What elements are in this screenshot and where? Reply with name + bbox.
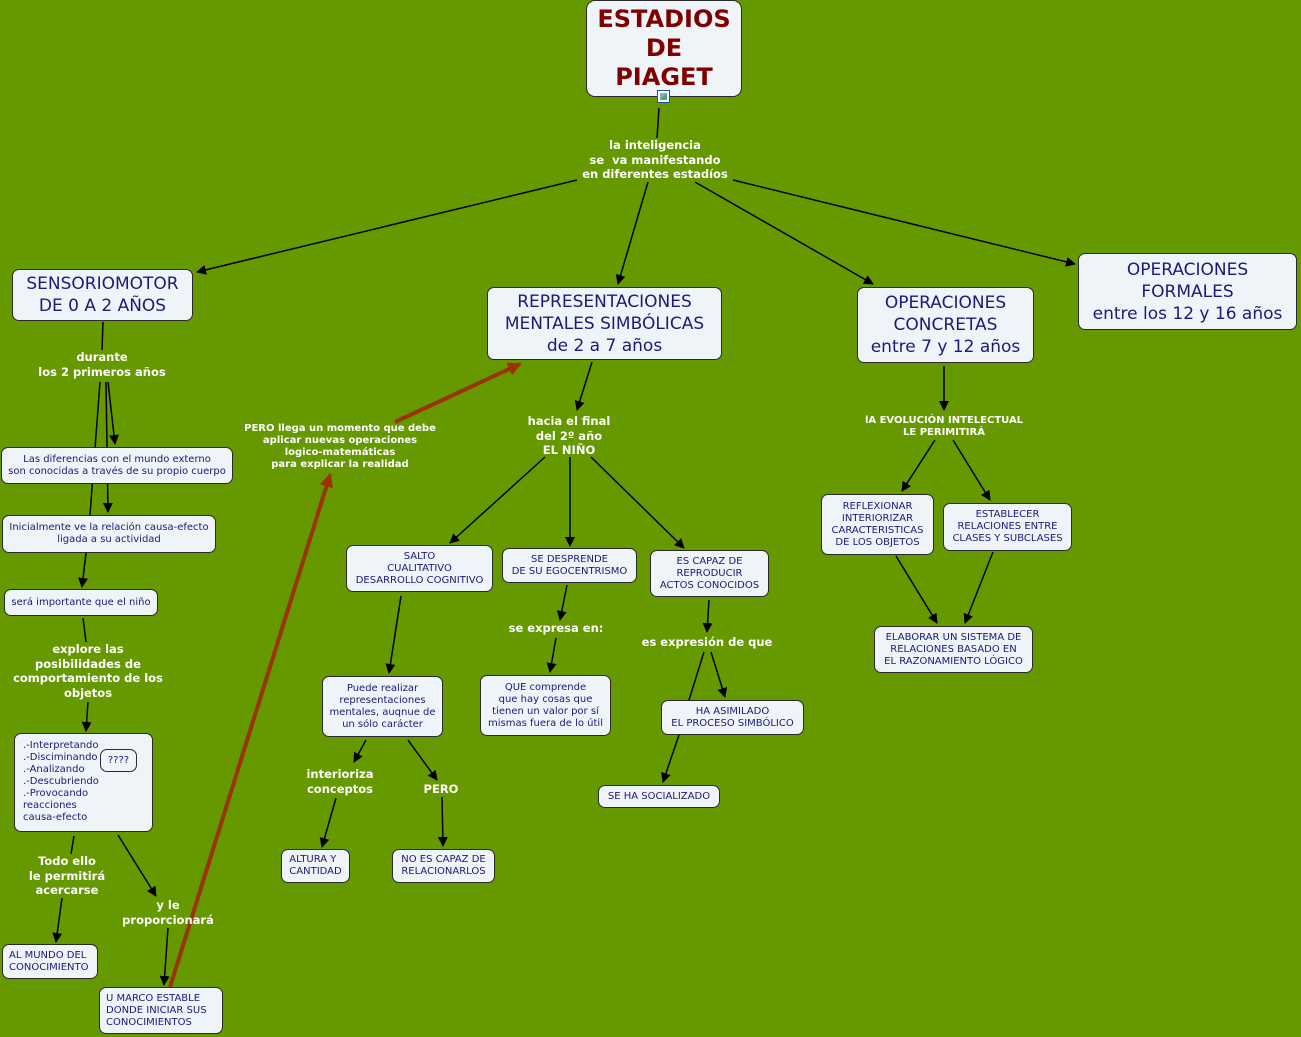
- link-label-interioriza[interactable]: interioriza conceptos: [306, 767, 374, 796]
- connector-line: [107, 381, 119, 445]
- connector-line: [895, 555, 938, 624]
- node-lista-acciones[interactable]: .-Interpretando .-Disciminando .-Analiza…: [14, 733, 153, 832]
- node-desprende[interactable]: SE DESPRENDE DE SU EGOCENTRISMO: [502, 548, 637, 583]
- link-label-es-expresion[interactable]: es expresión de que: [641, 635, 773, 649]
- connector-line: [952, 439, 991, 501]
- link-label-inteligencia[interactable]: la inteligencia se va manifestando en di…: [582, 138, 728, 181]
- connector-line: [702, 599, 713, 633]
- node-ha-asimilado[interactable]: HA ASIMILADO EL PROCESO SIMBÓLICO: [661, 700, 804, 735]
- image-icon[interactable]: [657, 90, 670, 103]
- node-puede-realizar[interactable]: Puede realizar representaciones mentales…: [322, 676, 443, 737]
- connector-line: [70, 835, 75, 855]
- connector-line: [901, 439, 936, 492]
- connector-line: [732, 179, 1076, 267]
- connector-line: [78, 552, 89, 588]
- node-salto-cualitativo[interactable]: SALTO CUALITATIVO DESARROLLO COGNITIVO: [346, 545, 493, 592]
- node-sera-importante[interactable]: será importante que el niño: [4, 589, 158, 616]
- node-sensoriomotor[interactable]: SENSORIOMOTOR DE 0 A 2 AÑOS: [12, 269, 193, 321]
- connector-line: [437, 796, 448, 847]
- highlight-connector-line: [168, 473, 334, 988]
- connector-line: [590, 456, 685, 549]
- link-label-evolucion[interactable]: lA EVOLUCIÓN INTELECTUAL LE PERIMITIRÁ: [864, 415, 1024, 438]
- connector-line: [101, 321, 104, 351]
- connector-line: [385, 595, 402, 674]
- link-label-y-le[interactable]: y le proporcionará: [122, 898, 214, 927]
- link-label-pero[interactable]: PERO: [423, 782, 459, 796]
- link-label-se-expresa[interactable]: se expresa en:: [508, 621, 604, 635]
- connector-line: [656, 107, 660, 139]
- node-operaciones-formales[interactable]: OPERACIONES FORMALES entre los 12 y 16 a…: [1078, 253, 1297, 330]
- node-marco-estable[interactable]: U MARCO ESTABLE DONDE INICIAR SUS CONOCI…: [99, 987, 223, 1034]
- connector-line: [353, 739, 367, 763]
- connector-line: [407, 739, 438, 781]
- node-capaz-reproducir[interactable]: ES CAPAZ DE REPRODUCIR ACTOS CONOCIDOS: [650, 550, 769, 597]
- connector-line: [694, 181, 874, 285]
- node-elaborar[interactable]: ELABORAR UN SISTEMA DE RELACIONES BASADO…: [874, 626, 1033, 673]
- connector-line: [159, 927, 170, 986]
- link-label-hacia-final[interactable]: hacia el final del 2º año EL NIÑO: [527, 414, 611, 457]
- connector-line: [81, 701, 92, 732]
- link-label-durante[interactable]: durante los 2 primeros años: [38, 350, 166, 379]
- connector-line: [196, 179, 578, 275]
- link-label-pero-momento[interactable]: PERO llega un momento que debe aplicar n…: [244, 423, 436, 470]
- connector-line: [574, 361, 593, 411]
- node-representaciones[interactable]: REPRESENTACIONES MENTALES SIMBÓLICAS de …: [487, 287, 722, 360]
- node-establecer[interactable]: ESTABLECER RELACIONES ENTRE CLASES Y SUB…: [943, 503, 1072, 551]
- connector-line: [661, 734, 680, 783]
- link-label-todo-ello[interactable]: Todo ello le permitirá acercarse: [28, 854, 106, 897]
- node-diferencias[interactable]: Las diferencias con el mundo externo son…: [1, 447, 233, 484]
- connector-line: [319, 797, 337, 848]
- connector-line: [546, 637, 557, 673]
- link-label-explore[interactable]: explore las posibilidades de comportamie…: [13, 642, 163, 700]
- connector-line: [52, 897, 63, 943]
- connector-line: [710, 651, 728, 698]
- node-operaciones-concretas[interactable]: OPERACIONES CONCRETAS entre 7 y 12 años: [857, 287, 1034, 363]
- connector-line: [963, 551, 994, 624]
- connector-line: [82, 617, 87, 643]
- connector-line: [688, 651, 705, 701]
- node-mundo-conocimiento[interactable]: AL MUNDO DEL CONOCIMIENTO: [2, 944, 98, 979]
- node-no-es-capaz[interactable]: NO ES CAPAZ DE RELACIONARLOS: [392, 849, 495, 883]
- node-altura-cantidad[interactable]: ALTURA Y CANTIDAD: [281, 849, 350, 883]
- connector-line: [117, 834, 157, 897]
- node-que-comprende[interactable]: QUE comprende que hay cosas que tienen u…: [480, 675, 611, 736]
- node-socializado[interactable]: SE HA SOCIALIZADO: [598, 785, 720, 808]
- highlight-connector-line: [394, 362, 522, 424]
- node-reflexionar[interactable]: REFLEXIONAR INTERIORIZAR CARACTERISTICAS…: [821, 494, 934, 555]
- node-inicialmente[interactable]: Inicialmente ve la relación causa-efecto…: [2, 515, 216, 553]
- main-title-node[interactable]: ESTADIOS DE PIAGET: [586, 0, 742, 97]
- connector-line: [615, 181, 649, 285]
- connector-line: [556, 584, 568, 621]
- connector-line: [449, 456, 546, 544]
- node-interrogacion[interactable]: ????: [100, 749, 137, 772]
